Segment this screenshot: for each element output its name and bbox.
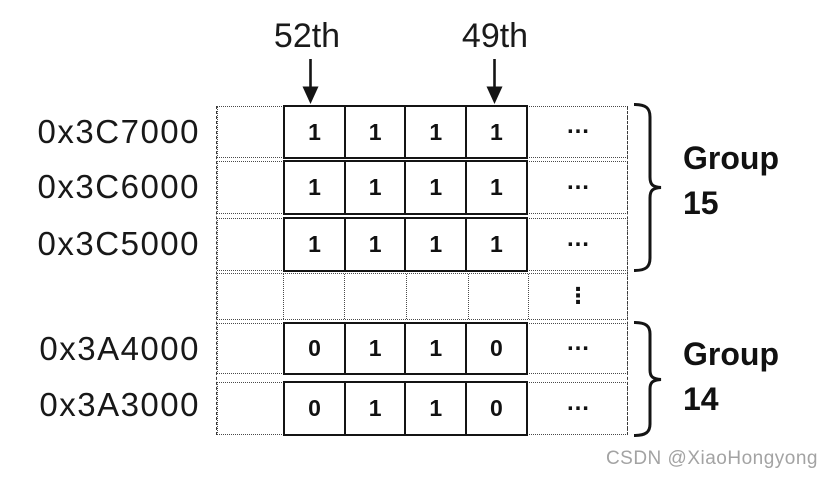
address-label-0x3C5000: 0x3C5000 [37, 225, 200, 262]
row-ellipsis: … [566, 328, 591, 356]
bit-cell: 1 [404, 322, 468, 375]
bit-cell: 1 [404, 217, 468, 272]
dotted-separator [468, 274, 469, 319]
table-left-edge [216, 106, 217, 435]
address-label-0x3A4000: 0x3A4000 [39, 330, 200, 367]
bit-cell: 1 [283, 217, 347, 272]
csdn-watermark: CSDN @XiaoHongyong [605, 448, 818, 469]
row-ellipsis: … [566, 167, 591, 195]
address-label-0x3C6000: 0x3C6000 [37, 168, 200, 205]
vertical-ellipsis: ⋮ [567, 282, 590, 308]
group-15-label: Group 15 [683, 136, 779, 226]
row-ellipsis: … [566, 388, 591, 416]
bit-cell: 0 [464, 322, 528, 375]
table-row: 1 1 1 1 … [217, 160, 628, 215]
bit-cell-group: 1 1 1 1 [283, 105, 528, 159]
bit-cell: 1 [404, 105, 468, 159]
pointer-label-52th: 52th [273, 17, 341, 55]
bit-cell: 1 [343, 105, 407, 159]
bit-cell: 1 [404, 381, 468, 436]
table-row: 0 1 1 0 … [217, 322, 628, 375]
bit-cell: 1 [404, 160, 468, 215]
table-right-edge [627, 106, 628, 435]
table-row-gap: ⋮ [217, 273, 628, 320]
bit-cell: 1 [343, 381, 407, 436]
group-14-brace-icon [633, 321, 662, 437]
bit-cell: 1 [343, 322, 407, 375]
pointer-label-49th: 49th [461, 17, 529, 55]
group-15-name: Group [683, 140, 779, 176]
bit-cell-group: 1 1 1 1 [283, 217, 528, 272]
dotted-separator [283, 274, 284, 319]
address-label-0x3C7000: 0x3C7000 [37, 113, 200, 150]
bit-cell: 0 [283, 322, 347, 375]
address-label-0x3A3000: 0x3A3000 [39, 386, 200, 423]
bit-cell: 0 [464, 381, 528, 436]
bit-cell: 1 [464, 105, 528, 159]
bit-cell: 1 [283, 160, 347, 215]
bit-cell: 1 [464, 160, 528, 215]
bit-cell: 1 [283, 105, 347, 159]
bit-cell-group: 1 1 1 1 [283, 160, 528, 215]
table-row: 1 1 1 1 … [217, 217, 628, 272]
table-row: 1 1 1 1 … [217, 105, 628, 159]
row-ellipsis: … [566, 112, 591, 139]
bit-cell: 0 [283, 381, 347, 436]
group-14-label: Group 14 [683, 332, 779, 422]
dotted-separator [406, 274, 407, 319]
group-15-brace-icon [633, 103, 662, 272]
bit-cell: 1 [343, 217, 407, 272]
row-ellipsis: … [566, 224, 591, 252]
bit-cell: 1 [343, 160, 407, 215]
group-14-name: Group [683, 336, 779, 372]
down-arrow-icon [486, 59, 503, 104]
group-15-number: 15 [683, 185, 719, 221]
bit-cell-group: 0 1 1 0 [283, 381, 528, 436]
down-arrow-icon [302, 59, 319, 104]
dotted-separator [344, 274, 345, 319]
bit-cell: 1 [464, 217, 528, 272]
bit-cell-group: 0 1 1 0 [283, 322, 528, 375]
dotted-separator [528, 274, 529, 319]
table-row: 0 1 1 0 … [217, 381, 628, 436]
group-14-number: 14 [683, 381, 719, 417]
